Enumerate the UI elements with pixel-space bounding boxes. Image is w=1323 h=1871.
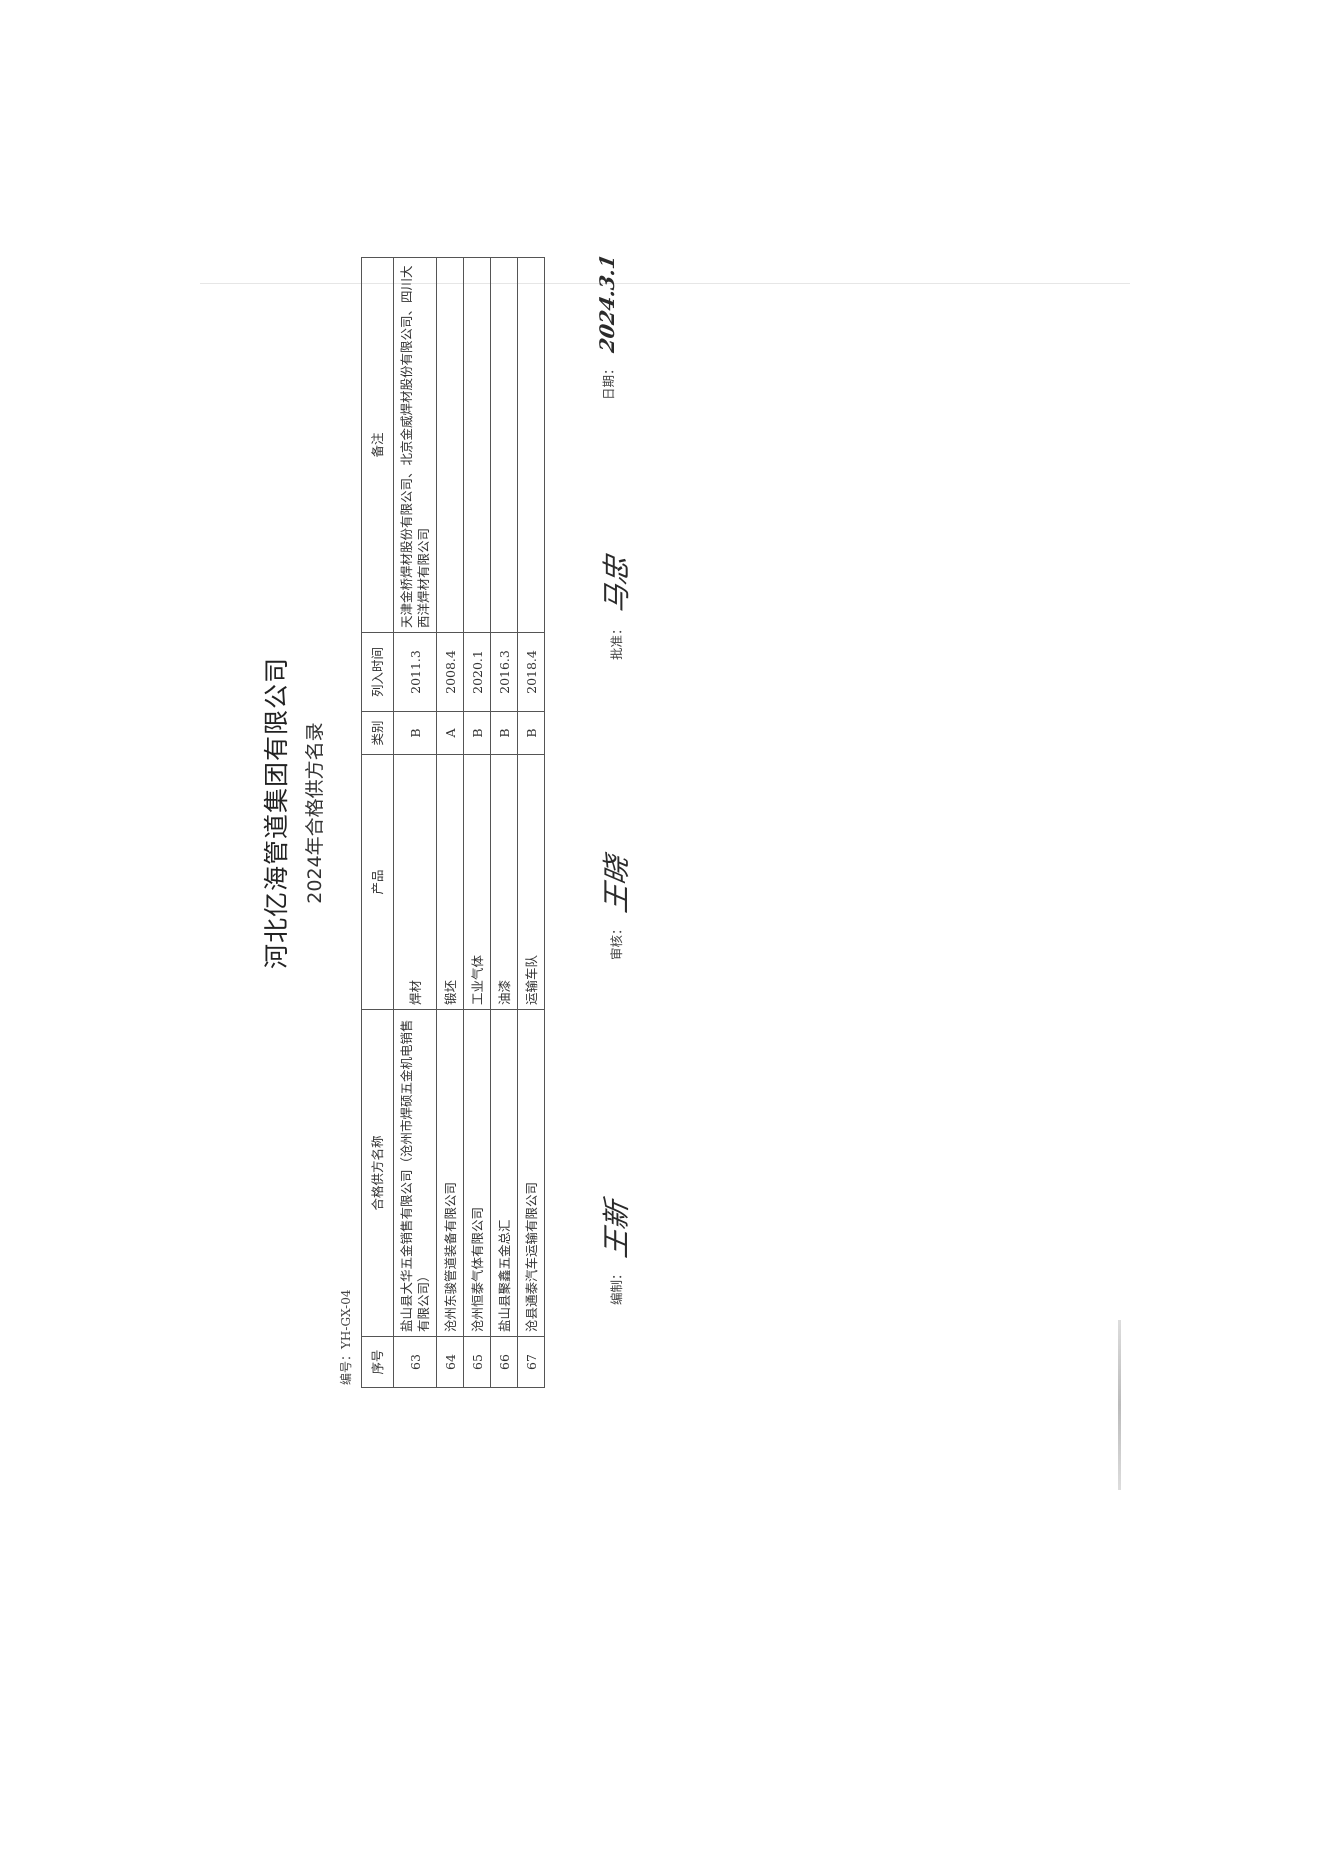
table-header-row: 序号 合格供方名称 产品 类别 列入时间 备注 bbox=[361, 257, 394, 1388]
approved-label: 批准： bbox=[608, 622, 624, 660]
cell-category: B bbox=[517, 711, 545, 755]
table-row: 65 沧州恒泰气体有限公司 工业气体 B 2020.1 bbox=[463, 257, 491, 1388]
cell-date: 2008.4 bbox=[436, 632, 464, 712]
cell-remark bbox=[517, 257, 545, 633]
table-row: 67 沧县通泰汽车运输有限公司 运输车队 B 2018.4 bbox=[517, 257, 545, 1388]
reviewed-label: 审核： bbox=[608, 922, 624, 960]
cell-name: 盐山县大华五金销售有限公司（沧州市焊硕五金机电销售有限公司） bbox=[393, 1009, 437, 1337]
prepared-by: 编制： 王新 bbox=[595, 1198, 635, 1305]
cell-category: B bbox=[393, 711, 437, 755]
reviewed-by: 审核： 王晓 bbox=[595, 853, 635, 960]
date-field: 日期： 2024.3.1 bbox=[595, 252, 619, 400]
scan-edge-mark bbox=[1118, 1320, 1121, 1490]
scan-artifact-line bbox=[200, 283, 1130, 284]
cell-name: 沧县通泰汽车运输有限公司 bbox=[517, 1009, 545, 1337]
cell-no: 67 bbox=[517, 1336, 545, 1388]
table-row: 66 盐山县聚鑫五金总汇 油漆 B 2016.3 bbox=[490, 257, 518, 1388]
cell-remark: 天津金桥焊材股份有限公司、北京金威焊材股份有限公司、四川大西洋焊材有限公司 bbox=[393, 257, 437, 633]
cell-name: 盐山县聚鑫五金总汇 bbox=[490, 1009, 518, 1337]
cell-product: 锻坯 bbox=[436, 754, 464, 1010]
prepared-label: 编制： bbox=[608, 1267, 624, 1305]
cell-product: 油漆 bbox=[490, 754, 518, 1010]
cell-date: 2018.4 bbox=[517, 632, 545, 712]
document-subtitle: 2024年合格供方名录 bbox=[304, 722, 326, 904]
header-product: 产品 bbox=[361, 754, 394, 1010]
header-no: 序号 bbox=[361, 1336, 394, 1388]
approved-signature: 马忠 bbox=[600, 553, 633, 616]
cell-category: B bbox=[463, 711, 491, 755]
header-date: 列入时间 bbox=[361, 632, 394, 712]
prepared-signature: 王新 bbox=[600, 1198, 633, 1261]
code-value: YH-GX-04 bbox=[339, 1289, 353, 1349]
cell-remark bbox=[436, 257, 464, 633]
document-code: 编号：YH-GX-04 bbox=[337, 1290, 354, 1385]
header-category: 类别 bbox=[361, 711, 394, 755]
cell-no: 66 bbox=[490, 1336, 518, 1388]
header-name: 合格供方名称 bbox=[361, 1009, 394, 1337]
reviewed-signature: 王晓 bbox=[600, 853, 633, 916]
code-label: 编号： bbox=[339, 1348, 353, 1385]
approved-by: 批准： 马忠 bbox=[595, 553, 635, 660]
cell-product: 工业气体 bbox=[463, 754, 491, 1010]
cell-product: 焊材 bbox=[393, 754, 437, 1010]
cell-remark bbox=[463, 257, 491, 633]
date-label: 日期： bbox=[600, 362, 616, 400]
cell-name: 沧州东骏管道装备有限公司 bbox=[436, 1009, 464, 1337]
cell-product: 运输车队 bbox=[517, 754, 545, 1010]
cell-remark bbox=[490, 257, 518, 633]
supplier-table: 序号 合格供方名称 产品 类别 列入时间 备注 63 盐山县大华五金销售有限公司… bbox=[361, 257, 545, 1388]
cell-date: 2016.3 bbox=[490, 632, 518, 712]
header-remark: 备注 bbox=[361, 257, 394, 633]
table-row: 63 盐山县大华五金销售有限公司（沧州市焊硕五金机电销售有限公司） 焊材 B 2… bbox=[393, 257, 437, 1388]
company-title: 河北亿海管道集团有限公司 bbox=[262, 657, 291, 970]
rotated-document: 河北亿海管道集团有限公司 2024年合格供方名录 编号：YH-GX-04 序号 … bbox=[255, 200, 655, 1400]
table-row: 64 沧州东骏管道装备有限公司 锻坯 A 2008.4 bbox=[436, 257, 464, 1388]
cell-category: B bbox=[490, 711, 518, 755]
cell-category: A bbox=[436, 711, 464, 755]
cell-no: 65 bbox=[463, 1336, 491, 1388]
date-handwritten: 2024.3.1 bbox=[595, 252, 619, 355]
cell-name: 沧州恒泰气体有限公司 bbox=[463, 1009, 491, 1337]
cell-no: 64 bbox=[436, 1336, 464, 1388]
cell-date: 2011.3 bbox=[393, 632, 437, 712]
cell-no: 63 bbox=[393, 1336, 437, 1388]
cell-date: 2020.1 bbox=[463, 632, 491, 712]
